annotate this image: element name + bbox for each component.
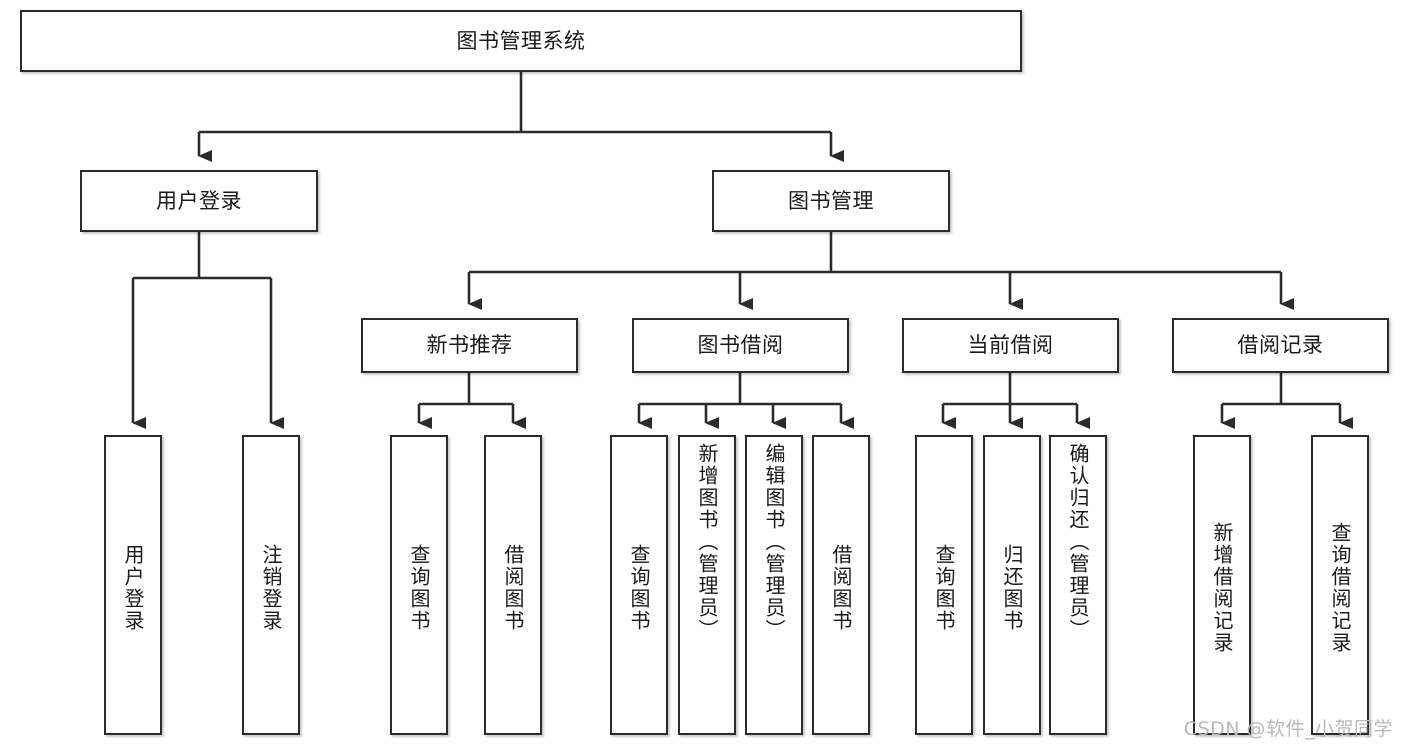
node-root[interactable]: 图书管理系统	[20, 10, 1022, 72]
node-new-book-recommend[interactable]: 新书推荐	[361, 318, 578, 373]
node-leaf-add-book-admin[interactable]: 新增图书（管理员）	[678, 435, 736, 735]
node-leaf-add-borrow-record[interactable]: 新增借阅记录	[1193, 435, 1251, 735]
node-root-label: 图书管理系统	[456, 28, 586, 53]
node-leaf-query-book-new-label: 查询图书	[407, 544, 431, 632]
watermark-text: CSDN @软件_小贺同学	[1183, 718, 1393, 740]
node-leaf-query-book-current-label: 查询图书	[932, 544, 956, 632]
node-leaf-borrow-book-label: 借阅图书	[829, 544, 853, 632]
node-leaf-query-borrow-record[interactable]: 查询借阅记录	[1311, 435, 1369, 735]
node-leaf-borrow-book-new[interactable]: 借阅图书	[484, 435, 542, 735]
node-current-borrow-label: 当前借阅	[967, 333, 1054, 358]
node-new-book-recommend-label: 新书推荐	[426, 333, 513, 358]
node-current-borrow[interactable]: 当前借阅	[902, 318, 1119, 373]
node-borrow-record-label: 借阅记录	[1237, 333, 1324, 358]
node-leaf-add-borrow-record-label: 新增借阅记录	[1210, 522, 1234, 654]
node-book-borrow-label: 图书借阅	[697, 333, 784, 358]
node-leaf-query-book-borrow-label: 查询图书	[627, 544, 651, 632]
node-leaf-confirm-return-admin[interactable]: 确认归还（管理员）	[1049, 435, 1107, 735]
node-leaf-confirm-return-admin-label: 确认归还（管理员）	[1066, 443, 1090, 641]
node-leaf-return-book-label: 归还图书	[1000, 544, 1024, 632]
node-user-login-label: 用户登录	[156, 188, 242, 213]
node-book-management[interactable]: 图书管理	[712, 170, 950, 232]
node-leaf-logout[interactable]: 注销登录	[242, 435, 300, 735]
node-leaf-add-book-admin-label: 新增图书（管理员）	[695, 443, 719, 641]
node-leaf-borrow-book[interactable]: 借阅图书	[812, 435, 870, 735]
node-leaf-edit-book-admin[interactable]: 编辑图书（管理员）	[745, 435, 803, 735]
node-book-management-label: 图书管理	[788, 188, 874, 213]
node-book-borrow[interactable]: 图书借阅	[632, 318, 849, 373]
node-leaf-borrow-book-new-label: 借阅图书	[501, 544, 525, 632]
node-user-login[interactable]: 用户登录	[80, 170, 318, 232]
node-leaf-edit-book-admin-label: 编辑图书（管理员）	[762, 443, 786, 641]
node-leaf-query-borrow-record-label: 查询借阅记录	[1328, 522, 1352, 654]
node-leaf-user-login-label: 用户登录	[121, 544, 145, 632]
node-leaf-logout-label: 注销登录	[259, 544, 283, 632]
node-leaf-query-book-borrow[interactable]: 查询图书	[610, 435, 668, 735]
node-borrow-record[interactable]: 借阅记录	[1172, 318, 1389, 373]
node-leaf-return-book[interactable]: 归还图书	[983, 435, 1041, 735]
node-leaf-query-book-current[interactable]: 查询图书	[915, 435, 973, 735]
node-leaf-query-book-new[interactable]: 查询图书	[390, 435, 448, 735]
node-leaf-user-login[interactable]: 用户登录	[104, 435, 162, 735]
